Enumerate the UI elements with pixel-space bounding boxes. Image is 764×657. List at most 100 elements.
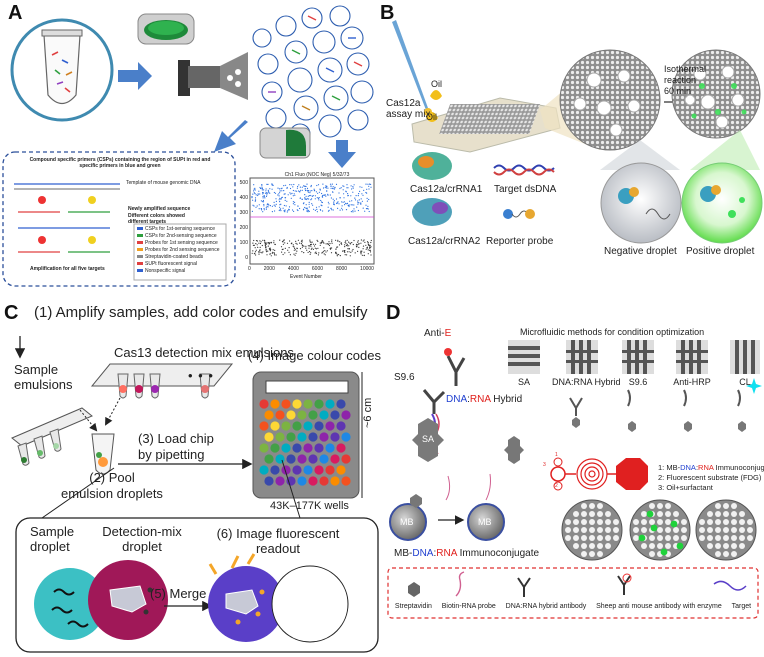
mb-immunoconjugate-label: MB-DNA:RNA Immunoconjugate [394,548,539,559]
color-droplet [292,399,302,409]
scatter-point [307,195,309,197]
chip-well [739,511,745,517]
oil-label-bottom: Oil [426,112,437,122]
scatter-point [308,245,311,247]
scatter-point [309,239,311,241]
scatter-point [366,247,368,249]
scatter-point [315,252,317,255]
scatter-point [271,211,273,213]
scatter-point [254,193,256,195]
scatter-point [321,196,324,198]
chip-well [715,511,721,517]
scatter-point [275,254,277,256]
scatter-point [265,208,267,210]
sample-emulsions-label: Sample emulsions [14,362,73,392]
color-droplet [330,432,340,442]
chip-well [581,551,587,557]
scatter-point [275,198,277,200]
scatter-point [357,243,360,245]
scatter-x-ticks: 0 2000 4000 6000 8000 10000 [248,266,374,272]
scatter-point [267,192,269,194]
scatter-point [328,209,330,211]
chip-well [581,511,587,517]
scatter-point [357,240,359,242]
sample-emulsions-line: Sample [14,362,59,377]
scatter-point [370,246,372,248]
scatter-point [299,186,301,188]
scatter-point [299,242,301,244]
scatter-point [311,195,313,197]
scatter-point [258,208,260,210]
scatter-point [301,186,303,188]
scatter-point [315,248,318,250]
scatter-point [253,184,255,186]
scatter-point [352,186,354,188]
scatter-point [255,206,257,208]
chip-well [665,535,671,541]
scatter-point [352,248,354,251]
legend-icons [408,571,747,597]
reagent-legend: Streptavidin Biotin-RNA probe DNA:RNA hy… [390,603,756,610]
chip-well [597,511,603,517]
scatter-point [339,187,341,190]
scatter-point [296,250,298,252]
anti-prefix: Anti- [424,328,445,339]
condition-label: Anti-HRP [673,377,711,387]
scatter-point [304,188,306,190]
scatter-point [266,183,268,185]
scatter-point [307,211,309,213]
scatter-point [349,242,351,244]
scatter-point [357,195,359,197]
scatter-point [367,243,369,245]
chip-port-3: 3 [543,462,546,468]
y-tick: 0 [245,255,248,261]
scatter-point [306,210,308,212]
detection-mix-tubes [117,373,211,399]
chip-well [589,535,595,541]
chip-well [613,519,619,525]
scatter-point [263,196,265,198]
scatter-point [367,241,369,244]
scatter-point [254,197,257,199]
scatter-point [271,252,273,254]
detection-mix-droplet-label: Detection-mix droplet [92,524,192,554]
chip-well [573,527,579,533]
scatter-point [261,184,263,186]
scatter-point [313,208,315,210]
scatter-point [360,203,362,205]
scatter-point [310,184,312,187]
magnified-array-before [559,49,661,151]
chip-well [597,535,603,541]
scatter-point [370,239,372,242]
scatter-point [308,203,310,205]
scatter-point [288,206,291,208]
scatter-point [304,194,306,196]
scatter-point [306,183,308,185]
scatter-point [351,200,353,202]
chip-well [597,503,603,509]
color-droplet [330,476,340,486]
scatter-point [259,246,261,248]
scatter-y-ticks: 500 400 300 200 100 0 [238,180,248,261]
color-droplet [325,443,335,453]
scatter-point [326,190,328,192]
newly-amplified-label: Newly amplified sequence [128,206,191,212]
legend-item: Streptavidin-coated beads [145,254,204,260]
scatter-point [265,249,267,251]
scatter-point [341,209,344,211]
scatter-point [257,194,259,197]
scatter-point [263,203,265,206]
chip-well [715,535,721,541]
chip-well [747,527,753,533]
scatter-point [258,251,260,253]
scatter-point [357,202,359,204]
scatter-point [348,245,350,247]
scatter-point [252,250,254,252]
scatter-point [292,195,294,197]
chip-well [633,535,639,541]
scatter-point [309,243,312,246]
scatter-point [315,251,317,253]
condition-label: S9.6 [628,377,648,387]
magnetic-bead [467,503,505,541]
scatter-point [353,239,355,242]
